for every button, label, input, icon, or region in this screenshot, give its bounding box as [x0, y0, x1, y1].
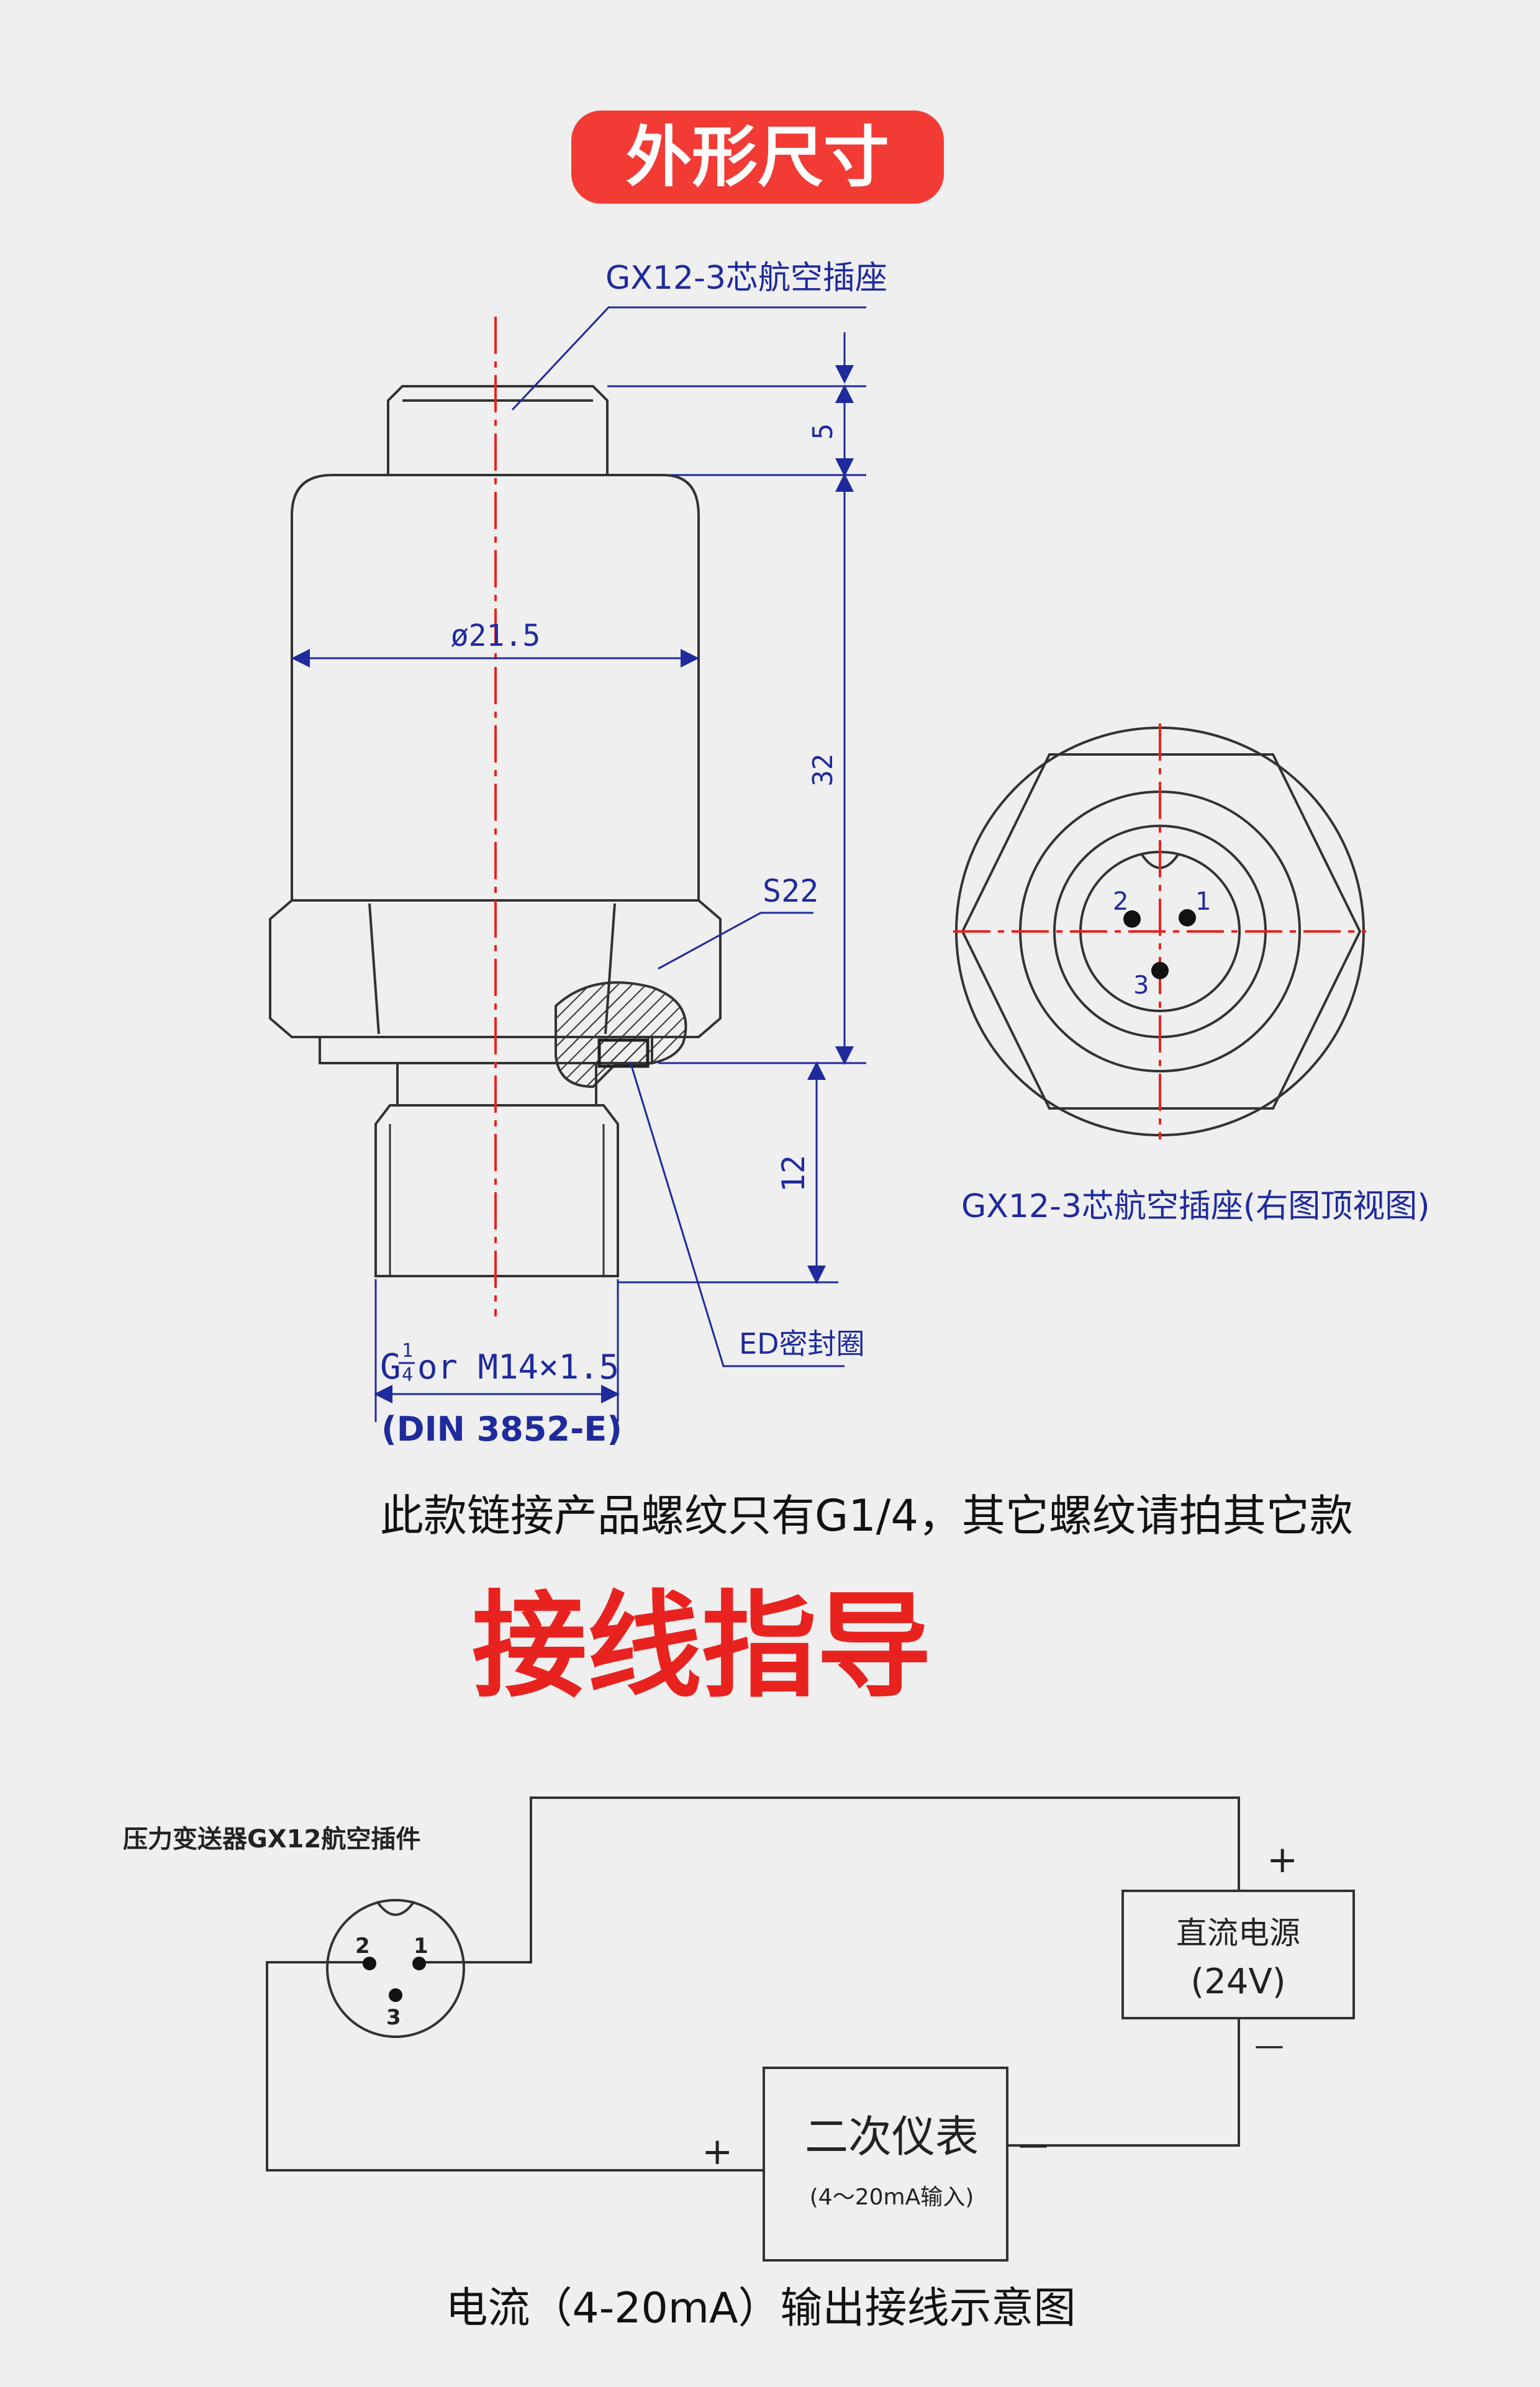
power-supply-line1: 直流电源 — [1176, 1915, 1300, 1951]
wiring-connector-label: 压力变送器GX12航空插件 — [123, 1825, 420, 1854]
thread-rest: or M14×1.5 — [417, 1348, 619, 1387]
power-minus-label: — — [1254, 2028, 1284, 2063]
connector-outline — [387, 385, 609, 475]
meter-box — [763, 2067, 1008, 2262]
hex-leader — [658, 912, 813, 970]
meter-plus-label: + — [702, 2130, 733, 2173]
wire-pin1-positive — [419, 1796, 1240, 1964]
wiring-pin-2-dot — [363, 1957, 376, 1970]
pin-2-label: 2 — [1113, 887, 1128, 916]
connector-label: GX12-3芯航空插座 — [605, 260, 887, 297]
standard-label: (DIN 3852-E) — [381, 1410, 622, 1449]
hex-nut-outline — [269, 899, 722, 1038]
wire-meter-negative — [1007, 2018, 1240, 2147]
thread-fraction-den: 4 — [402, 1364, 413, 1386]
wiring-circuit — [266, 1796, 1355, 2262]
seal-leader — [629, 1061, 845, 1367]
wiring-title: 接线指导 — [472, 1579, 931, 1713]
wiring-pin-2-label: 2 — [355, 1934, 370, 1959]
power-plus-label: + — [1267, 1838, 1298, 1882]
meter-minus-label: — — [1018, 2127, 1048, 2162]
wiring-pin-3-dot — [389, 1988, 402, 2002]
housing-outline — [291, 474, 700, 900]
pin-3-label: 3 — [1133, 971, 1149, 1000]
pin-1-dot — [1179, 909, 1196, 926]
wiring-pin-1-dot — [412, 1957, 426, 1970]
product-note: 此款链接产品螺纹只有G1/4，其它螺纹请拍其它款 — [380, 1490, 1353, 1541]
wiring-connector-circle — [326, 1899, 465, 2038]
pin-2-dot — [1123, 910, 1141, 928]
wiring-caption: 电流（4-20mA）输出接线示意图 — [445, 2284, 1076, 2333]
meter-line2: (4～20mA输入) — [810, 2185, 974, 2210]
dim-32-label: 32 — [807, 754, 839, 787]
section-title-badge — [571, 111, 944, 204]
meter-line1: 二次仪表 — [805, 2111, 979, 2162]
seal-ring — [597, 1038, 650, 1068]
thread-prefix: G — [380, 1347, 401, 1387]
thread-fraction-num: 1 — [402, 1340, 413, 1362]
dim-5-label: 5 — [807, 424, 839, 440]
seal-label: ED密封圈 — [739, 1327, 865, 1361]
power-supply-box — [1121, 1890, 1355, 2019]
top-view-caption: GX12-3芯航空插座(右图顶视图) — [961, 1188, 1430, 1225]
seal-section — [555, 981, 687, 1089]
connector-leader — [511, 306, 866, 411]
section-title: 外形尺寸 — [626, 119, 889, 196]
wire-pin2-meter — [266, 1961, 764, 2172]
wiring-pin-3-label: 3 — [386, 2005, 401, 2030]
power-supply-line2: (24V) — [1190, 1962, 1285, 2002]
thread-outline — [374, 1104, 619, 1277]
pin-3-dot — [1151, 962, 1169, 979]
wiring-pin-1-label: 1 — [414, 1934, 428, 1959]
dim-12-label: 12 — [776, 1155, 812, 1192]
diameter-label: ø21.5 — [451, 618, 541, 653]
hex-label: S22 — [763, 873, 818, 909]
pin-1-label: 1 — [1195, 887, 1211, 916]
